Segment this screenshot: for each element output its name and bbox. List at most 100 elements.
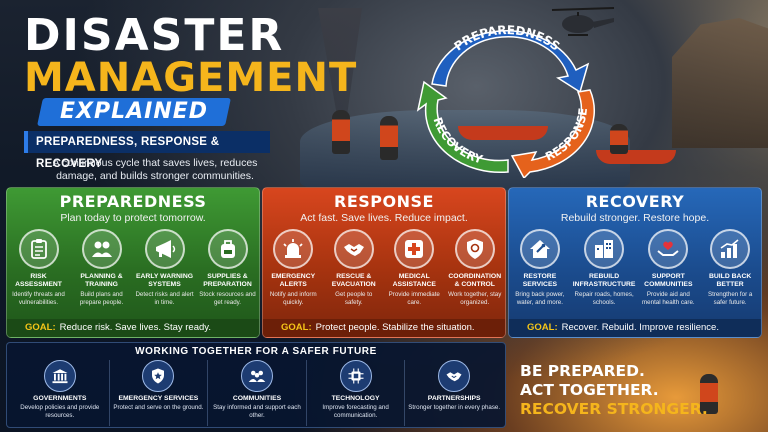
- item-desc: Strengthen for a safer future.: [707, 291, 753, 306]
- item-label: EARLY WARNING SYSTEMS: [135, 273, 194, 288]
- rescue-boat-illustration: [596, 150, 676, 164]
- partner-desc: Develop policies and provide resources.: [20, 404, 100, 419]
- chip-icon: [348, 368, 364, 384]
- recovery-panel: RECOVERY Rebuild stronger. Restore hope.…: [508, 187, 762, 338]
- item-label: SUPPLIES & PREPARATION: [203, 273, 252, 288]
- partner-label: EMERGENCY SERVICES: [118, 395, 199, 402]
- item-label: PLANNING & TRAINING: [80, 273, 123, 288]
- item-supplies: SUPPLIES & PREPARATION Stock resources a…: [196, 229, 259, 306]
- item-label: MEDICAL ASSISTANCE: [392, 273, 436, 288]
- rescue-boat-illustration: [458, 126, 548, 140]
- item-label: COORDINATION & CONTROL: [448, 273, 502, 288]
- people-icon: [91, 241, 112, 257]
- item-medical-assistance: MEDICAL ASSISTANCE Provide immediate car…: [384, 229, 445, 306]
- goal-bar: GOAL:Reduce risk. Save lives. Stay ready…: [7, 319, 259, 337]
- shield-icon: [466, 239, 483, 259]
- goal-bar: GOAL:Recover. Rebuild. Improve resilienc…: [509, 319, 761, 337]
- partner-desc: Protect and serve on the ground.: [113, 404, 204, 411]
- goal-text: Reduce risk. Save lives. Stay ready.: [59, 322, 211, 333]
- item-build-back-better: BUILD BACK BETTER Strengthen for a safer…: [699, 229, 761, 306]
- partner-partnerships: PARTNERSHIPS Stronger together in every …: [405, 360, 503, 426]
- item-label: RESCUE & EVACUATION: [331, 273, 376, 288]
- backpack-icon: [220, 240, 235, 258]
- goal-text: Protect people. Stabilize the situation.: [315, 322, 475, 333]
- explained-badge: EXPLAINED: [37, 98, 231, 126]
- panel-heading: PREPAREDNESS: [59, 192, 207, 211]
- subtitle-banner: PREPAREDNESS, RESPONSE & RECOVERY: [24, 131, 270, 170]
- house-wrench-icon: [529, 240, 550, 258]
- growth-chart-icon: [720, 239, 739, 258]
- item-rebuild-infrastructure: REBUILD INFRASTRUCTURE Repair roads, hom…: [571, 229, 638, 306]
- helicopter-icon: [551, 7, 615, 36]
- item-desc: Work together, stay organized.: [448, 291, 502, 306]
- buildings-icon: [595, 240, 614, 258]
- partner-governments: GOVERNMENTS Develop policies and provide…: [11, 360, 110, 426]
- item-coordination: COORDINATION & CONTROL Work together, st…: [445, 229, 506, 306]
- item-desc: Identify threats and vulnerabilities.: [12, 291, 65, 306]
- item-desc: Build plans and prepare people.: [79, 291, 124, 306]
- badge-icon: [152, 368, 165, 384]
- partner-label: GOVERNMENTS: [33, 395, 87, 402]
- item-support-communities: SUPPORT COMMUNITIES Provide aid and ment…: [637, 229, 699, 306]
- partner-desc: Stronger together in every phase.: [408, 404, 501, 411]
- partner-desc: Improve forecasting and communication.: [322, 404, 389, 419]
- rescuer-figure: [610, 124, 628, 154]
- recovery-arrow: [416, 80, 509, 174]
- goal-label: GOAL:: [281, 322, 312, 333]
- slogan: BE PREPARED. ACT TOGETHER. RECOVER STRON…: [520, 362, 710, 419]
- handshake-icon: [343, 244, 364, 256]
- partner-label: PARTNERSHIPS: [427, 395, 481, 402]
- medical-cross-icon: [405, 240, 424, 258]
- panel-subheading: Plan today to protect tomorrow.: [60, 212, 206, 224]
- item-emergency-alerts: EMERGENCY ALERTS Notify and inform quick…: [263, 229, 324, 306]
- item-desc: Get people to safety.: [335, 291, 373, 306]
- partner-label: COMMUNITIES: [232, 395, 282, 402]
- item-label: SUPPORT COMMUNITIES: [644, 273, 693, 288]
- tagline: A continuous cycle that saves lives, red…: [52, 157, 258, 182]
- item-rescue-evacuation: RESCUE & EVACUATION Get people to safety…: [324, 229, 385, 306]
- slogan-line2: ACT TOGETHER.: [520, 381, 659, 399]
- panel-subheading: Act fast. Save lives. Reduce impact.: [300, 212, 468, 224]
- goal-label: GOAL:: [25, 322, 56, 333]
- response-panel: RESPONSE Act fast. Save lives. Reduce im…: [262, 187, 506, 338]
- slogan-line1: BE PREPARED.: [520, 362, 645, 380]
- panel-subheading: Rebuild stronger. Restore hope.: [560, 212, 710, 224]
- partner-communities: COMMUNITIES Stay informed and support ea…: [208, 360, 307, 426]
- preparedness-panel: PREPAREDNESS Plan today to protect tomor…: [6, 187, 260, 338]
- item-restore-services: RESTORE SERVICES Bring back power, water…: [509, 229, 571, 306]
- explained-badge-label: EXPLAINED: [59, 99, 209, 124]
- damaged-building-illustration: [672, 18, 768, 148]
- item-label: BUILD BACK BETTER: [708, 273, 752, 288]
- response-arrow: [510, 89, 595, 178]
- megaphone-icon: [155, 240, 175, 258]
- page-title-line1: DISASTER: [24, 10, 285, 61]
- item-risk-assessment: RISK ASSESSMENT Identify threats and vul…: [7, 229, 70, 306]
- partner-desc: Stay informed and support each other.: [213, 404, 301, 419]
- item-label: REBUILD INFRASTRUCTURE: [572, 273, 636, 288]
- working-together-title: WORKING TOGETHER FOR A SAFER FUTURE: [135, 346, 377, 357]
- heart-hands-icon: [657, 241, 679, 256]
- item-desc: Provide immediate care.: [388, 291, 440, 306]
- partner-emergency-services: EMERGENCY SERVICES Protect and serve on …: [110, 360, 209, 426]
- partner-label: TECHNOLOGY: [331, 395, 380, 402]
- item-desc: Provide aid and mental health care.: [642, 291, 695, 306]
- item-desc: Repair roads, homes, schools.: [574, 291, 634, 306]
- rescuer-figure: [332, 110, 350, 154]
- clipboard-icon: [30, 239, 47, 259]
- rescuer-figure: [380, 116, 398, 160]
- item-early-warning: EARLY WARNING SYSTEMS Detect risks and a…: [133, 229, 196, 306]
- item-label: RESTORE SERVICES: [522, 273, 558, 288]
- page-title-line2: MANAGEMENT: [24, 55, 358, 101]
- goal-text: Recover. Rebuild. Improve resilience.: [561, 322, 719, 333]
- panel-heading: RESPONSE: [334, 192, 434, 211]
- partner-technology: TECHNOLOGY Improve forecasting and commu…: [307, 360, 406, 426]
- disaster-cycle-diagram: PREPAREDNESS RESPONSE RECOVERY: [416, 23, 595, 178]
- item-label: EMERGENCY ALERTS: [271, 273, 316, 288]
- community-icon: [248, 370, 266, 382]
- worker-figure: [700, 374, 718, 414]
- item-desc: Bring back power, water, and more.: [515, 291, 565, 306]
- item-desc: Stock resources and get ready.: [199, 291, 256, 306]
- goal-bar: GOAL:Protect people. Stabilize the situa…: [263, 319, 505, 337]
- item-label: RISK ASSESSMENT: [15, 273, 62, 288]
- siren-icon: [283, 239, 303, 258]
